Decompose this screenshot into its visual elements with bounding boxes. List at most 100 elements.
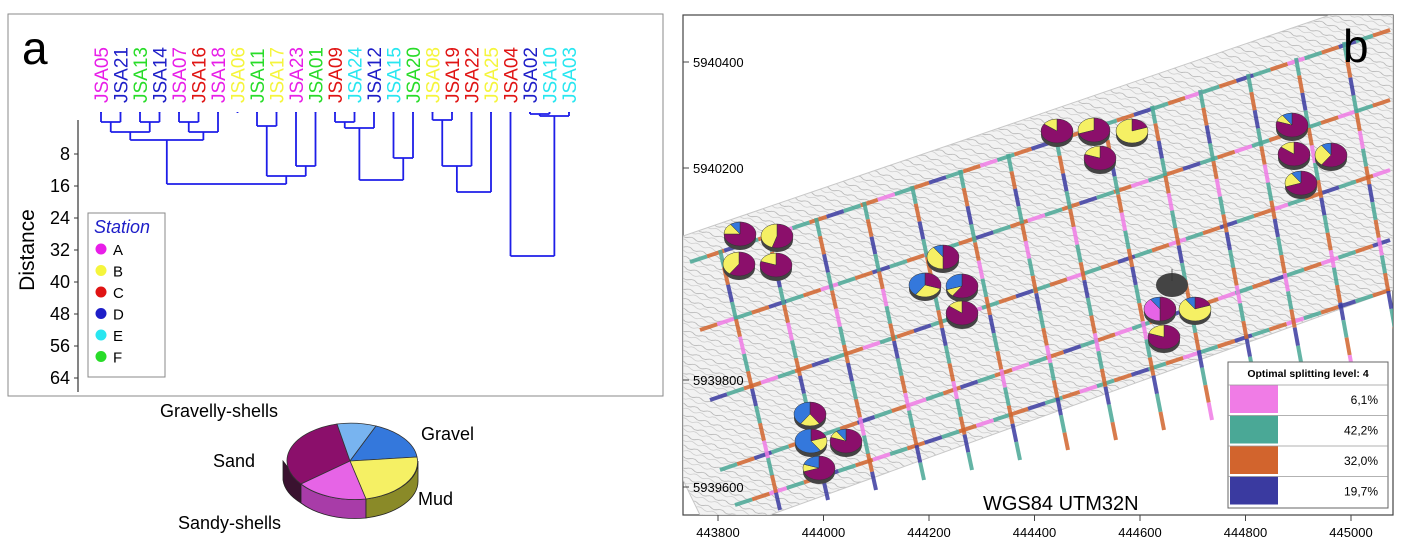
trackline-segment	[1099, 368, 1108, 388]
trackline-segment	[913, 203, 922, 222]
sample-pie-slice	[952, 273, 979, 299]
trackline-segment	[1331, 267, 1340, 286]
trackline-segment	[1015, 288, 1034, 299]
sample-pie-slice	[945, 273, 963, 291]
trackline-segment	[1165, 355, 1184, 366]
trackline-segment	[1044, 207, 1063, 217]
trackline-segment	[1286, 290, 1294, 310]
trackline-segment	[911, 180, 930, 191]
trackline-segment	[762, 440, 770, 459]
sample-pie-slice	[948, 300, 963, 314]
trackline-segment	[917, 221, 926, 240]
trackline-segment	[1249, 91, 1257, 111]
trackline-segment	[798, 375, 806, 395]
trackline-segment	[1140, 320, 1149, 340]
trackline-segment	[1020, 223, 1028, 242]
trackline-segment	[1364, 166, 1372, 185]
trackline-segment	[1006, 405, 1015, 425]
y-tick-label: 48	[50, 304, 70, 324]
trackline-segment	[1083, 265, 1102, 276]
trackline-segment	[1150, 105, 1158, 124]
station-label: JSA11	[248, 48, 269, 103]
trackline-segment	[925, 391, 944, 402]
station-label: JSA02	[521, 47, 542, 103]
sample-pie-slice	[836, 428, 847, 442]
trackline-segment	[1241, 320, 1249, 340]
trackline-segment	[873, 253, 881, 272]
sample-pie-slice	[1078, 117, 1111, 143]
trackline-segment	[892, 340, 900, 359]
trackline-segment	[923, 435, 943, 445]
trackline-segment	[962, 163, 981, 174]
map-y-tick-label: 5939800	[693, 373, 744, 388]
trackline-segment	[709, 392, 728, 402]
trackline-segment	[1338, 179, 1357, 190]
pie-slice-sand	[286, 423, 351, 485]
trackline-segment	[1372, 98, 1391, 108]
trackline-segment	[1354, 112, 1362, 132]
class-swatch	[1230, 385, 1278, 413]
pie-label-sand: Sand	[213, 451, 255, 471]
sample-pie-slice	[1148, 324, 1165, 338]
station-label: JSA01	[307, 47, 328, 103]
trackline-segment	[1110, 421, 1118, 441]
trackline-segment	[1357, 130, 1365, 150]
class-value: 42,2%	[1344, 424, 1378, 438]
trackline-segment	[1279, 254, 1287, 274]
trackline-segment	[1044, 395, 1064, 406]
trackline-segment	[766, 457, 774, 476]
station-label: JSA24	[346, 47, 367, 103]
station-label: JSA14	[151, 47, 172, 103]
trackline-segment	[750, 388, 758, 407]
trackline-segment	[991, 332, 1000, 352]
trackline-segment	[877, 271, 885, 290]
trackline-segment	[1342, 41, 1350, 61]
trackline-segment	[738, 336, 746, 355]
sample-pie-slice	[803, 455, 836, 481]
trackline-segment	[1133, 284, 1142, 304]
trackline-segment	[1062, 344, 1082, 354]
legend-label: C	[113, 285, 124, 302]
sample-pie-slice	[760, 252, 777, 266]
trackline-segment	[1372, 168, 1391, 178]
legend-label: B	[113, 264, 123, 281]
trackline-segment	[1319, 197, 1327, 216]
trackline-segment	[726, 284, 734, 303]
trackline-segment	[914, 444, 923, 464]
trackline-segment	[1234, 333, 1253, 343]
trackline-segment	[1009, 171, 1018, 190]
trackline-segment	[746, 370, 754, 390]
trackline-segment	[928, 175, 947, 185]
sediment-pie-legend: Gravelly-shells Gravel Sand Mud Sandy-sh…	[160, 401, 474, 533]
trackline-segment	[1082, 279, 1090, 299]
legend-marker	[95, 265, 107, 276]
station-label: JSA08	[424, 47, 445, 103]
trackline-segment	[837, 463, 857, 473]
legend-label: F	[113, 350, 122, 367]
trackline-segment	[1236, 214, 1255, 224]
trackline-segment	[1068, 208, 1076, 228]
station-labels: JSA05JSA21JSA13JSA14JSA07JSA16JSA18JSA06…	[92, 47, 581, 103]
trackline-segment	[1075, 244, 1083, 263]
trackline-segment	[899, 375, 908, 394]
trackline-segment	[837, 276, 856, 286]
sonar-mosaic	[683, 15, 1393, 515]
trackline-segment	[1206, 402, 1214, 421]
trackline-segment	[843, 203, 862, 213]
trackline-segment	[1303, 261, 1322, 272]
trackline-segment	[1360, 148, 1369, 167]
trackline-segment	[1071, 226, 1080, 245]
trackline-segment	[862, 340, 881, 351]
trackline-segment	[1180, 262, 1188, 281]
trackline-segment	[1252, 67, 1272, 78]
sample-pie-slice	[908, 272, 926, 296]
pie-slice-sandy-shells	[300, 460, 367, 500]
trackline-segment	[862, 201, 870, 220]
map-y-tick-label: 5940200	[693, 161, 744, 176]
sample-pie-slice	[1077, 117, 1095, 135]
trackline-segment	[992, 224, 1012, 235]
